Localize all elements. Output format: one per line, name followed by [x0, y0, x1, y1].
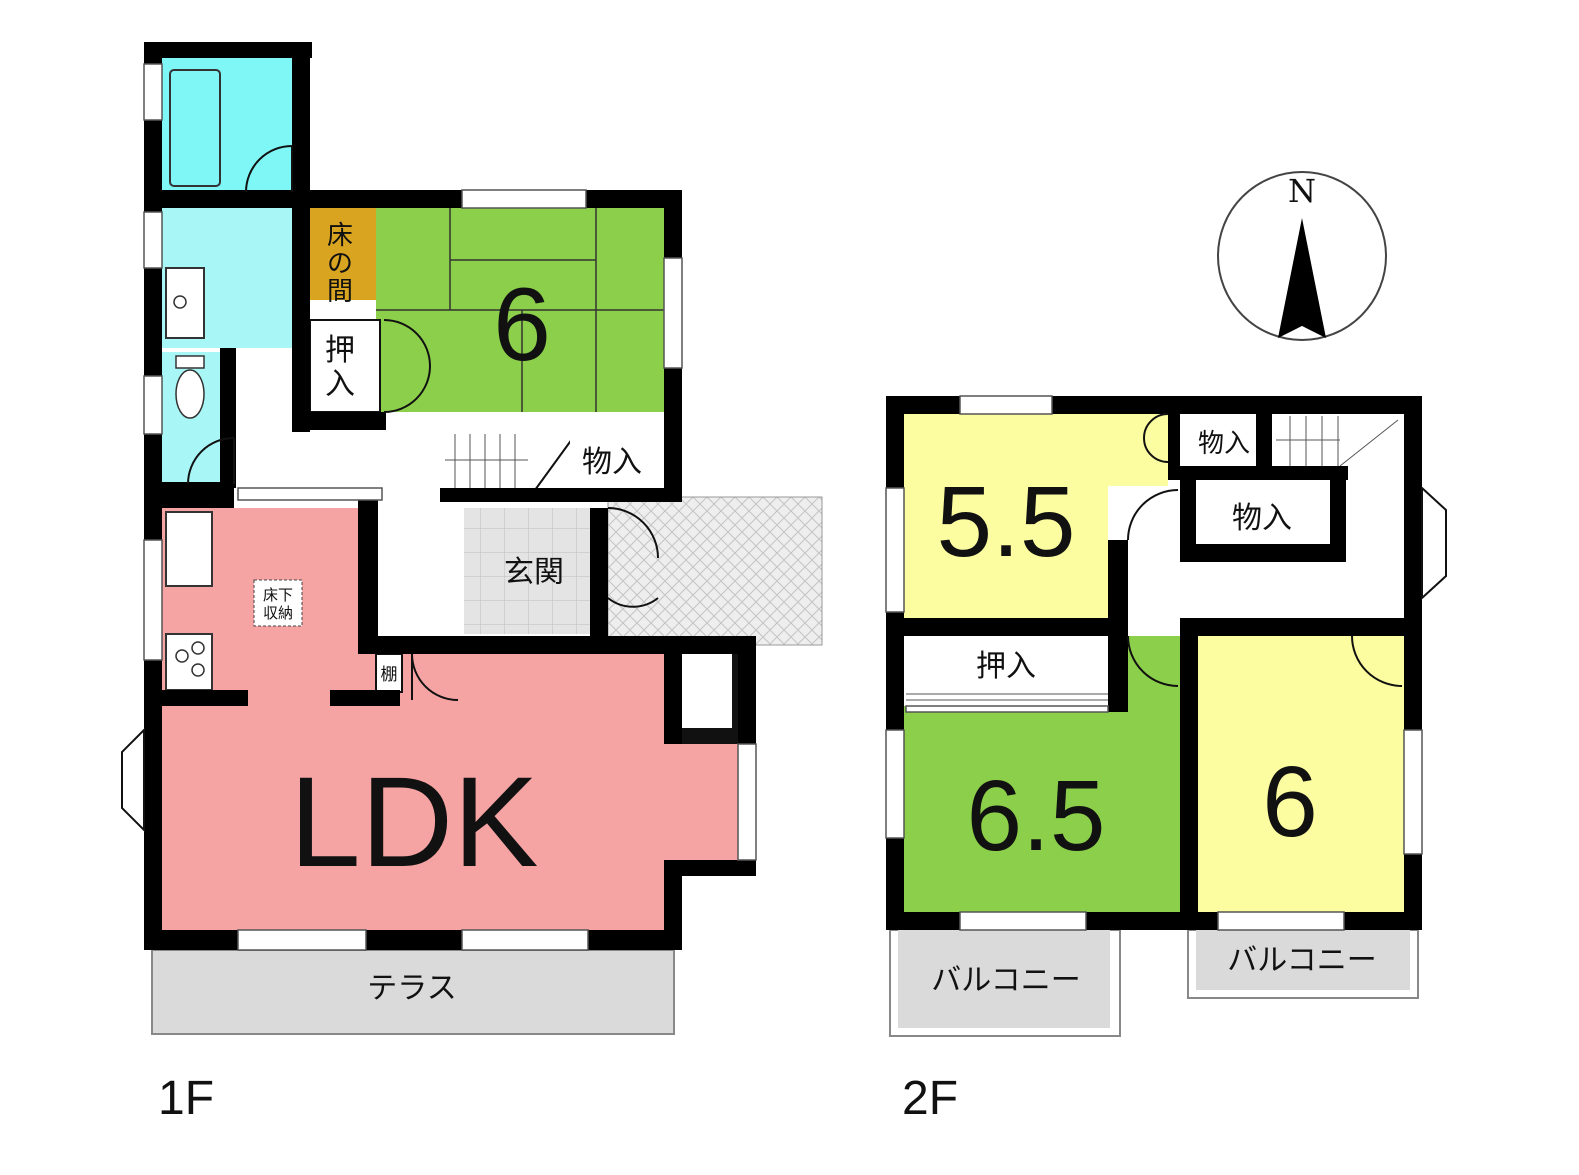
tokonoma-label: 床の間	[327, 221, 353, 307]
windows-1f	[143, 63, 757, 951]
floor-2-label: 2F	[902, 1072, 958, 1125]
terrace-label: テラス	[367, 971, 456, 1006]
toilet-tank	[175, 355, 205, 369]
monoire-mid-label: 物入	[1232, 501, 1292, 536]
washitsu-size: 6	[493, 267, 551, 383]
floor-1-label: 1F	[158, 1072, 214, 1125]
balcony-right-label: バルコニー	[1227, 943, 1376, 978]
stair-diagonal	[534, 434, 576, 491]
ldk-bay	[674, 744, 740, 860]
monoire-top-label: 物入	[1198, 429, 1250, 459]
pillar-box	[666, 636, 748, 744]
doors-2f	[1127, 413, 1403, 687]
oshiire-2f-label: 押入	[976, 649, 1036, 684]
windows-2f	[885, 395, 1423, 931]
tokonoma	[310, 208, 376, 300]
toilet-bowl	[175, 369, 205, 419]
monoire-top-2f	[1180, 414, 1260, 468]
compass-label: N	[1288, 172, 1316, 210]
north-arrow-icon	[1278, 218, 1326, 338]
bay-window-left	[121, 727, 145, 833]
basin-drain	[173, 295, 187, 309]
yukashita-label: 床下収納	[263, 586, 293, 622]
stove	[165, 633, 213, 691]
room-6-2f	[1198, 636, 1404, 912]
genkan-label: 玄関	[504, 555, 564, 590]
bathtub	[169, 69, 221, 187]
tana-label: 棚	[381, 665, 398, 685]
floor-2	[885, 395, 1447, 1037]
stair-steps	[445, 434, 528, 488]
tatami-lines	[376, 208, 666, 412]
stair-steps-2f	[1276, 416, 1399, 467]
monoire-1f-label: 物入	[582, 445, 642, 480]
monoire-1f	[570, 432, 666, 488]
walls-2f	[886, 396, 1422, 930]
monoire-mid-2f	[1196, 488, 1328, 544]
compass	[1217, 171, 1387, 341]
oshiire-1f-label: 押入	[325, 333, 355, 402]
room-55-size: 5.5	[936, 466, 1075, 578]
balcony-left-floor	[898, 930, 1110, 1028]
bay-window-right	[1421, 485, 1447, 601]
washbasin	[165, 267, 205, 339]
room-6-2f-size: 6	[1262, 746, 1318, 858]
doors-1f	[187, 145, 659, 701]
kitchen-sink	[165, 511, 213, 587]
floor-1	[121, 42, 823, 1035]
genkan	[464, 508, 592, 634]
terrace	[151, 949, 675, 1035]
floor-storage-hatch	[253, 579, 303, 627]
burner-2	[191, 641, 205, 655]
balcony-right-floor	[1196, 930, 1410, 990]
balcony-left-label: バルコニー	[931, 963, 1080, 998]
burner-3	[191, 663, 205, 677]
burner-1	[175, 649, 189, 663]
walls-1f	[144, 42, 756, 950]
ldk-label: LDK	[290, 751, 539, 894]
labels: N 床の間 押入 6 物入 玄関 床下収納 棚 LDK テラス 1F 2F 5.…	[158, 172, 1377, 1125]
room-65-size: 6.5	[966, 760, 1105, 872]
